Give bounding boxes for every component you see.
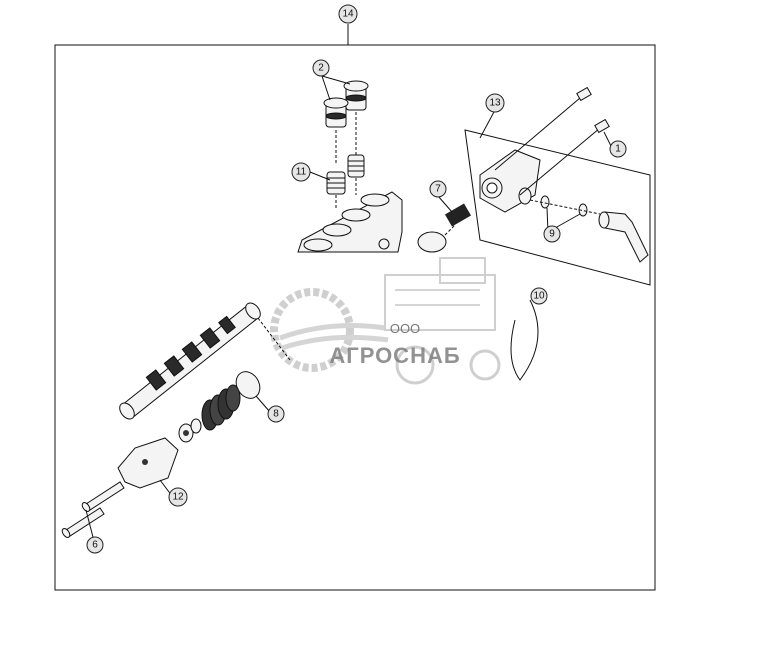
callout-6: 6 [86,536,104,554]
svg-text:6: 6 [92,540,98,551]
large-o-ring-part [510,299,539,381]
svg-text:8: 8 [273,409,279,420]
svg-text:9: 9 [549,229,555,240]
poppet-spring-part [326,154,365,210]
valve-body-part [297,191,403,253]
watermark-logo [270,257,501,385]
callout-13: 13 [485,93,505,113]
svg-text:10: 10 [533,291,545,302]
end-cap-part [117,437,179,489]
bolt-part [61,481,125,538]
svg-text:12: 12 [172,492,184,503]
spring-seat-part [178,418,202,443]
callout-9: 9 [543,225,561,243]
spring-part [417,203,472,253]
callout-2: 2 [312,59,330,77]
callout-14: 14 [338,4,358,24]
spool-part [119,302,291,420]
svg-text:11: 11 [296,167,307,178]
callout-8: 8 [267,405,285,423]
cover-housing-part [464,86,651,286]
svg-text:1: 1 [615,144,621,155]
assembly-frame [54,44,656,591]
valve-cartridge-part [323,80,369,165]
svg-text:2: 2 [318,63,324,74]
watermark-company-prefix: ООО [390,321,420,336]
callout-10: 10 [530,287,548,305]
callout-7: 7 [429,180,447,198]
callout-1: 1 [609,140,627,158]
svg-text:13: 13 [489,98,501,109]
callout-12: 12 [168,487,188,507]
callout-11: 11 [291,162,311,182]
watermark-company-name: АГРОСНАБ [329,343,460,368]
svg-text:14: 14 [342,9,354,20]
svg-text:7: 7 [435,184,441,195]
coil-spring-part [201,384,241,431]
